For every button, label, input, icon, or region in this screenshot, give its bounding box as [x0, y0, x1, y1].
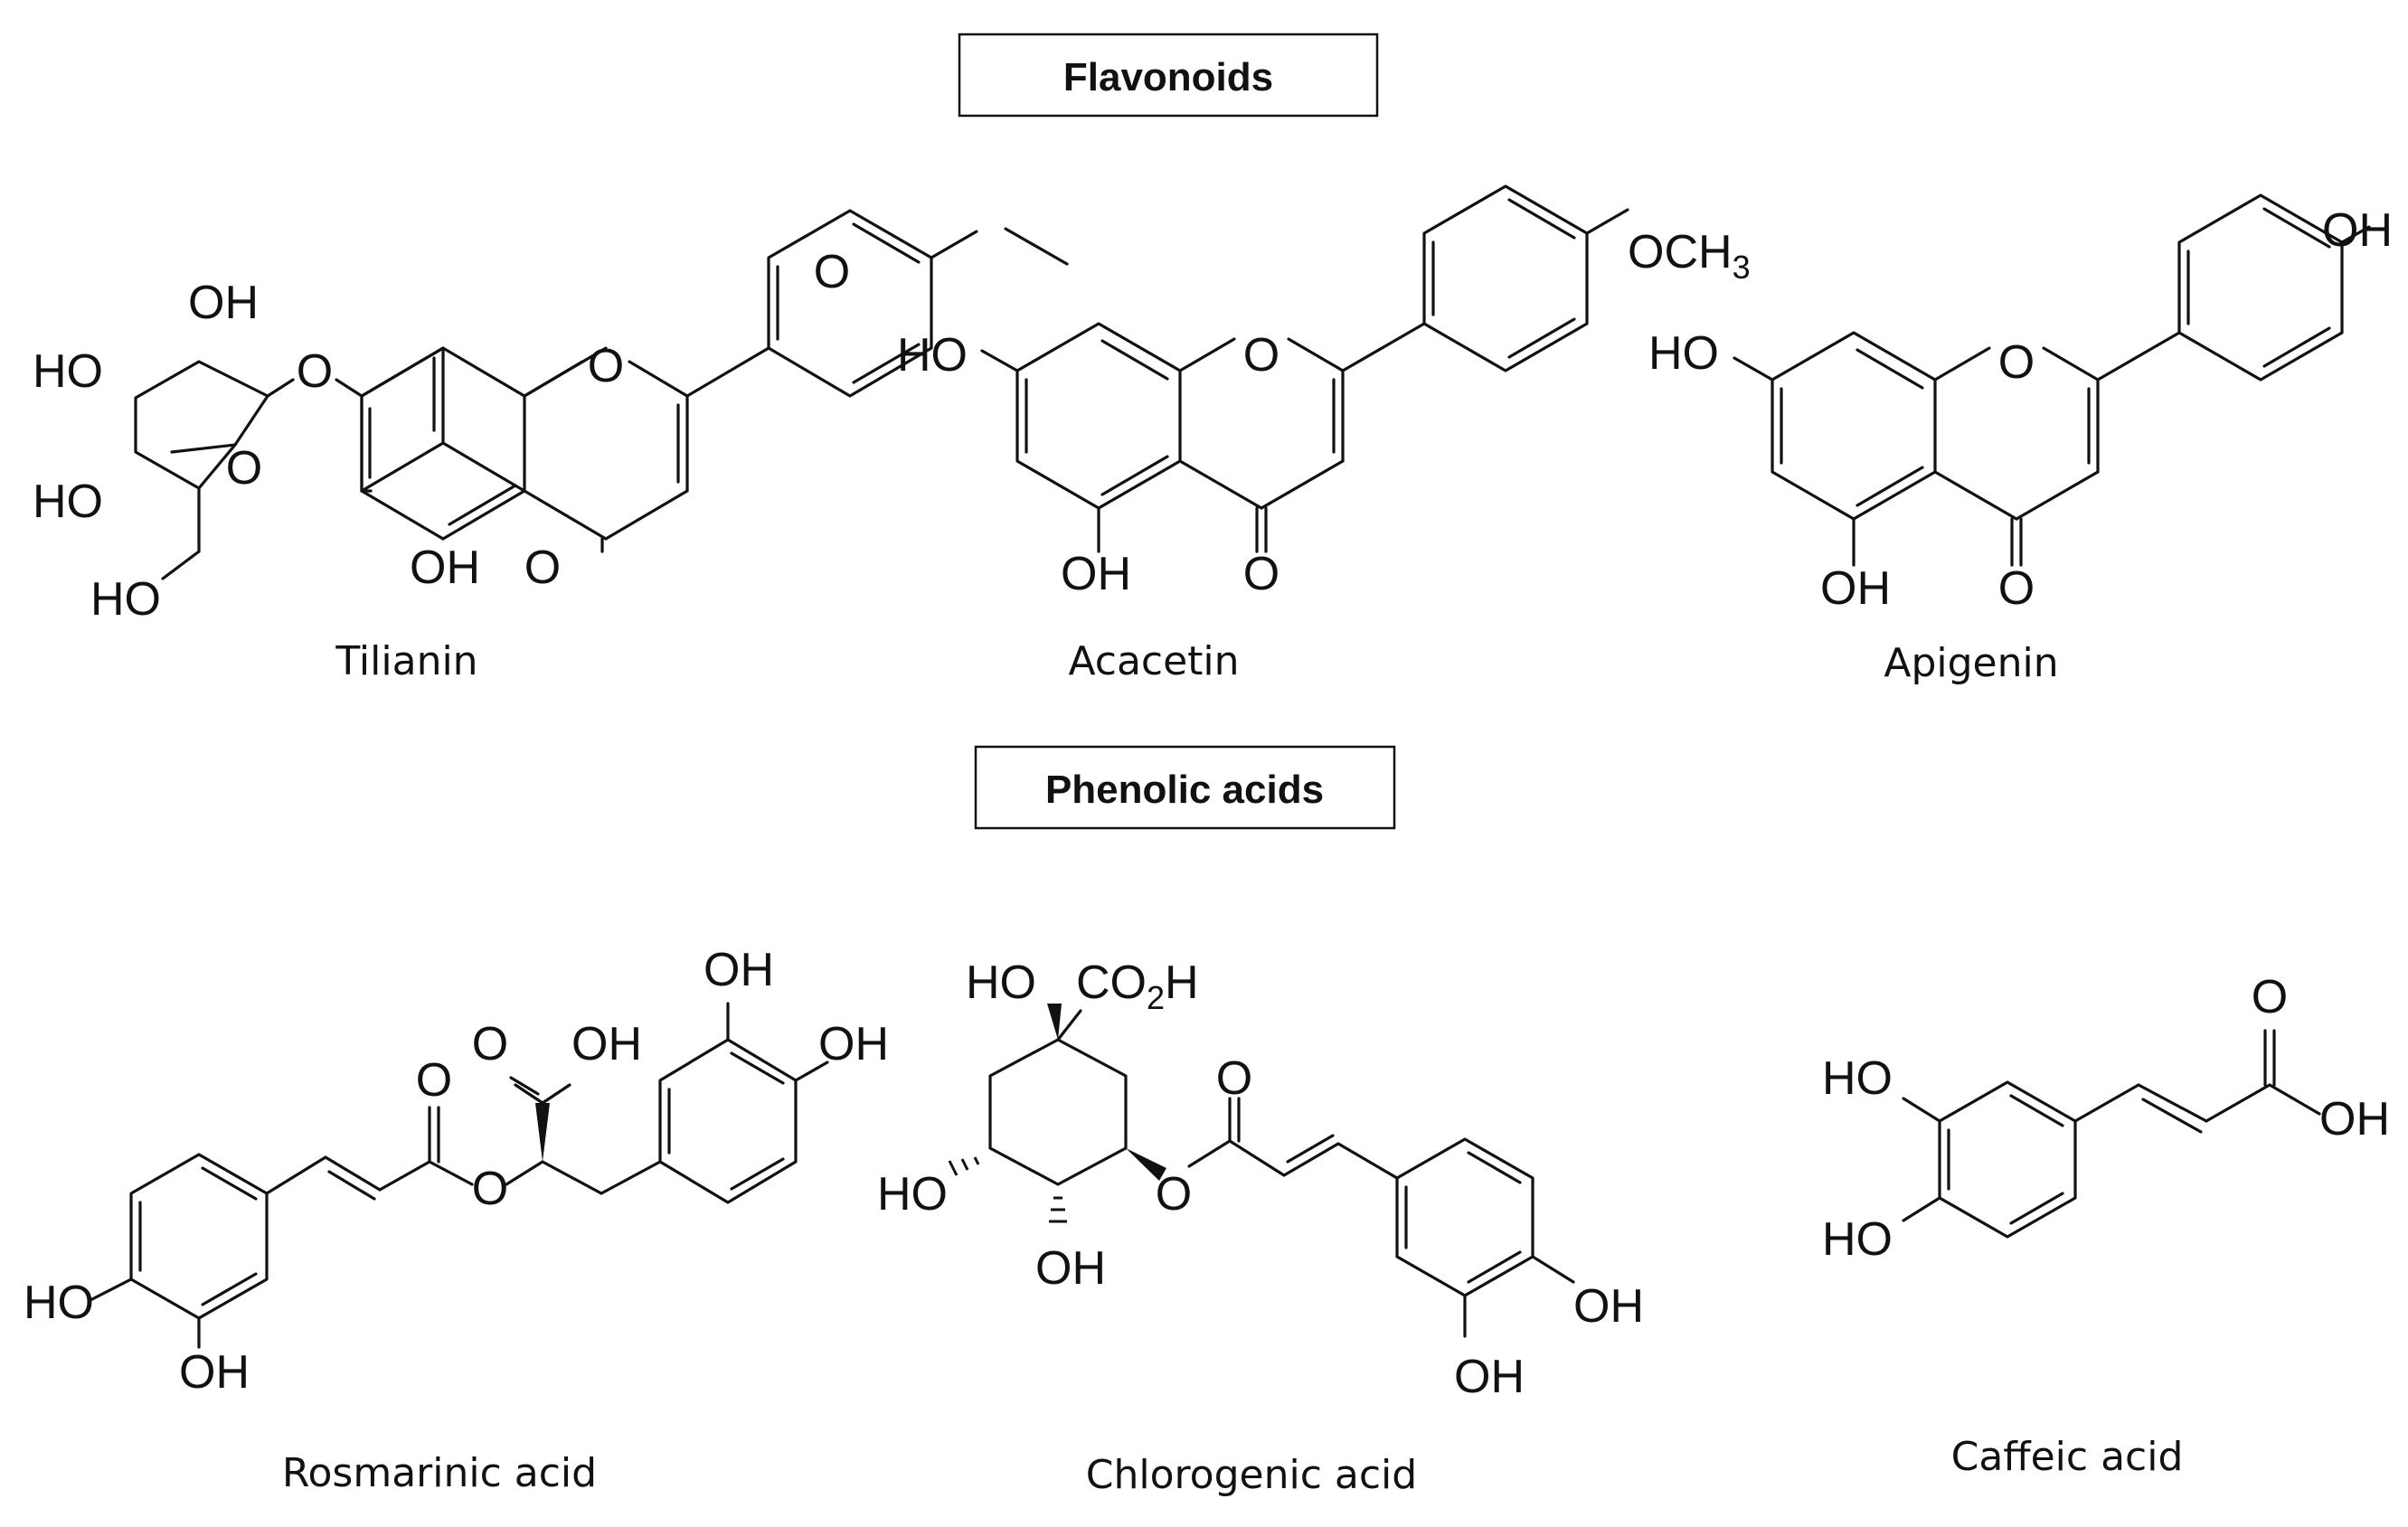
atom-label: O [1216, 1052, 1252, 1105]
phenolic-acids-header-label: Phenolic acids [1045, 768, 1324, 812]
atom-label: O [588, 340, 624, 392]
chlorogenic-acid-atoms: HO CO2H HO OH O O OH OH [877, 957, 1644, 1403]
atom-label: O [2252, 971, 2288, 1023]
atom-label: OH [1061, 548, 1131, 600]
atom-label: O [1156, 1168, 1192, 1221]
atom-label: O [226, 442, 262, 495]
atom-label: OH [188, 277, 259, 329]
tilianin-atoms: OH HO O O HO HO O OH O O [33, 246, 850, 626]
flavonoids-header: Flavonoids [958, 33, 1379, 118]
atom-label: HO [24, 1277, 94, 1329]
atom-label: OH [2322, 204, 2393, 257]
acacetin-structure [980, 184, 1629, 553]
atom-label: HO [966, 957, 1036, 1009]
atom-label: OH [410, 542, 480, 594]
atom-label: HO [1822, 1052, 1893, 1105]
tilianin-name: Tilianin [335, 638, 477, 684]
atom-label: O [1998, 562, 2035, 615]
atom-label: OCH3 [1628, 226, 1751, 286]
rosmarinic-acid-atoms: HO OH O O O OH OH OH [24, 944, 889, 1399]
apigenin-structure [1733, 193, 2371, 567]
atom-label: O [1243, 329, 1280, 382]
atom-label: HO [90, 573, 161, 626]
atom-label: CO2H [1076, 957, 1199, 1016]
atom-label: O [416, 1054, 452, 1107]
atom-label: HO [1648, 327, 1719, 380]
apigenin-name: Apigenin [1884, 640, 2058, 686]
caffeic-acid-atoms: HO HO O OH [1822, 971, 2390, 1266]
atom-label: O [297, 345, 333, 398]
atom-label: O [472, 1163, 508, 1215]
atom-label: O [1243, 548, 1280, 600]
atom-label: OH [704, 944, 774, 996]
rosmarinic-acid-name: Rosmarinic acid [282, 1450, 597, 1496]
atom-label: OH [818, 1018, 889, 1070]
atom-label: HO [33, 345, 103, 398]
caffeic-acid-name: Caffeic acid [1951, 1434, 2184, 1480]
chlorogenic-acid-structure [948, 1004, 1575, 1338]
atom-label: O [524, 542, 561, 594]
caffeic-acid-structure [1902, 1029, 2321, 1239]
tilianin-structure [134, 209, 1069, 580]
flavonoids-header-label: Flavonoids [1063, 55, 1273, 99]
atom-label: OH [1573, 1280, 1644, 1333]
atom-label: OH [179, 1346, 250, 1399]
atom-label: OH [1820, 562, 1891, 615]
atom-label: HO [897, 329, 968, 382]
atom-label: HO [33, 476, 103, 528]
atom-label: HO [877, 1168, 948, 1221]
atom-label: OH [1035, 1242, 1106, 1295]
phenolic-acids-header: Phenolic acids [974, 745, 1396, 830]
atom-label: HO [1822, 1213, 1893, 1266]
atom-label: OH [571, 1018, 642, 1070]
atom-label: O [1998, 336, 2035, 389]
atom-label: OH [2319, 1093, 2390, 1145]
apigenin-atoms: HO O OH O OH [1648, 204, 2393, 615]
acacetin-name: Acacetin [1068, 638, 1239, 684]
rosmarinic-acid-structure [89, 1002, 829, 1349]
acacetin-atoms: HO O OH O OCH3 [897, 226, 1751, 600]
atom-label: O [814, 246, 850, 298]
atom-label: OH [1454, 1351, 1525, 1403]
chlorogenic-acid-name: Chlorogenic acid [1086, 1452, 1417, 1498]
atom-label: O [472, 1018, 508, 1070]
